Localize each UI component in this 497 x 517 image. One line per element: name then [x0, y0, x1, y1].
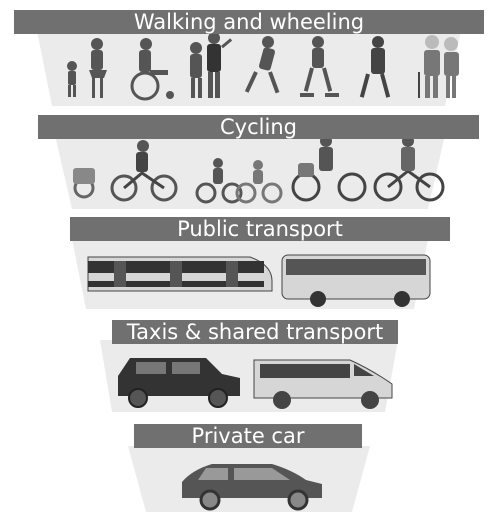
tier-public-panel [72, 239, 431, 309]
elderly-couple-icon [418, 35, 459, 98]
car-icon [182, 464, 322, 511]
tier-taxis-panel [100, 340, 398, 412]
taxi-icon [118, 358, 240, 408]
minibus-icon [253, 359, 393, 409]
tier-walking-panel [36, 26, 462, 106]
man-walking-icon [359, 36, 391, 98]
rollerblader-icon [300, 36, 339, 97]
child-walking-icon [67, 61, 77, 97]
tier-taxis-shared: Taxis & shared transport [0, 318, 497, 414]
tier-cycling-label: Cycling [38, 115, 479, 139]
tier-cycling: Cycling [0, 113, 497, 213]
family-walking-icon [190, 32, 233, 98]
tier-walking-wheeling: Walking and wheeling [0, 0, 497, 108]
child-cyclists-icon [195, 158, 283, 204]
woman-walking-icon [89, 38, 107, 98]
tier-private-label: Private car [134, 424, 362, 448]
bus-icon [281, 254, 431, 307]
tier-private-panel [128, 446, 370, 512]
runner-icon [244, 36, 280, 94]
tier-walking-label: Walking and wheeling [14, 10, 484, 34]
cargo-cyclist-icon [291, 135, 367, 202]
tier-public-label: Public transport [70, 217, 450, 241]
wheelchair-user-icon [130, 38, 174, 101]
bike-trailer-cyclist-icon [73, 140, 178, 202]
tier-public-transport: Public transport [0, 215, 497, 311]
train-icon [87, 256, 273, 292]
tier-private-car: Private car [0, 422, 497, 517]
tier-cycling-panel [55, 135, 445, 209]
tier-taxis-label: Taxis & shared transport [112, 320, 398, 344]
